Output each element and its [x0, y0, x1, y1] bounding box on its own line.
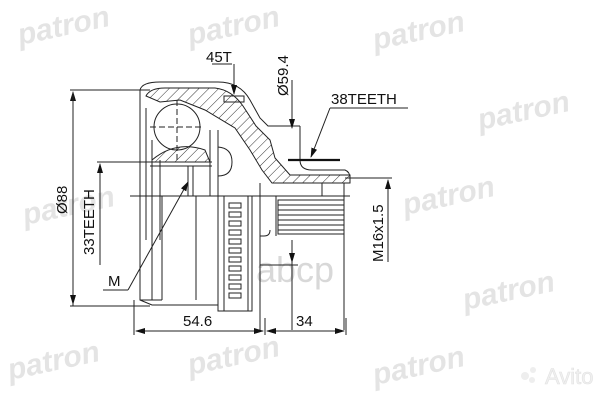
watermark-text: patron	[369, 5, 468, 57]
label-outer-diameter: Ø88	[54, 186, 71, 214]
label-33teeth: 33TEETH	[81, 189, 98, 255]
dimension-lines	[70, 63, 408, 335]
label-boot-diameter: Ø59.4	[275, 55, 292, 96]
avito-watermark: Avito	[545, 364, 594, 389]
watermark-text: patron	[4, 335, 103, 387]
dimension-labels: 45T Ø59.4 38TEETH Ø88 33TEETH M M16x1.5 …	[54, 49, 397, 330]
shaft-spline	[277, 199, 345, 235]
watermark-text: patron	[369, 340, 468, 392]
joint-body	[130, 81, 351, 330]
label-thread: M16x1.5	[370, 204, 387, 262]
watermark-text: patron	[474, 85, 573, 137]
label-marker-m: M	[108, 273, 121, 290]
label-body-length: 54.6	[183, 313, 212, 330]
watermark-text: patron	[14, 0, 113, 52]
label-45t: 45T	[206, 49, 232, 66]
watermark-text: patron	[459, 265, 558, 317]
label-38teeth: 38TEETH	[331, 91, 397, 108]
label-shaft-length: 34	[296, 313, 313, 330]
watermark-text: patron	[399, 170, 498, 222]
abs-ring-teeth	[228, 202, 242, 299]
abcp-watermark: abcp	[256, 249, 334, 290]
watermark-text: patron	[184, 330, 283, 382]
watermark-text: patron	[184, 0, 283, 52]
